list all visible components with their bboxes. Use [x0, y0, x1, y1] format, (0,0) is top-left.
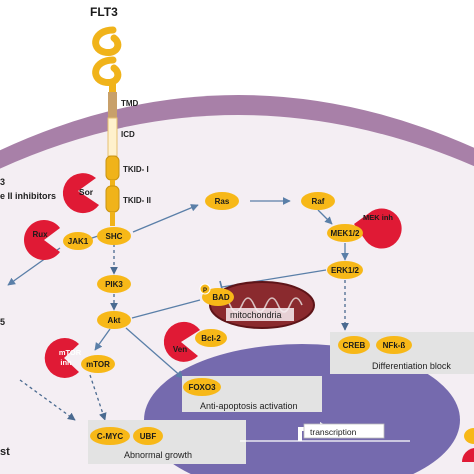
transmembrane-domain [108, 92, 117, 118]
edge-node-partial [464, 428, 474, 444]
tmd-label: TMD [121, 99, 139, 108]
raf-label: Raf [312, 197, 325, 206]
bad-node [202, 288, 234, 306]
shc-label: SHC [106, 232, 123, 241]
bad-phospho-circle [199, 283, 211, 295]
bad-label: BAD [212, 293, 230, 302]
inhibit-akt-to-bad [131, 299, 201, 319]
type2-label-line1: 3 [0, 177, 5, 187]
nfkb-node [376, 336, 412, 354]
pik3-label: PIK3 [105, 280, 123, 289]
mek-inhibitor [354, 208, 402, 249]
jak1-node [63, 232, 93, 250]
tkid1-label: TKID- I [123, 165, 149, 174]
type2-label-line2: e II inhibitors [0, 191, 56, 201]
arrow-shc-to-ras [132, 204, 199, 233]
bcl2-node [195, 329, 227, 347]
creb-node [338, 336, 370, 354]
ubf-label: UBF [140, 432, 157, 441]
akt-node [97, 311, 131, 329]
tkid2-label: TKID- II [123, 196, 151, 205]
receptor-name: FLT3 [90, 5, 118, 19]
shc-node [97, 227, 131, 245]
ven-inhibitor [163, 321, 200, 362]
mitochondria-label: mitochondria [230, 310, 282, 320]
transcription-label: transcription [310, 427, 357, 437]
arrow-raf-to-mek [317, 209, 333, 225]
left-edge-label: 5 [0, 317, 5, 327]
ubf-node [133, 427, 163, 445]
transcription-box [303, 423, 385, 439]
bad-phospho-label: P [203, 288, 207, 294]
erk12-label: ERK1/2 [331, 266, 360, 275]
mek12-label: MEK1/2 [331, 229, 360, 238]
mtor-inh-label-line2: inh [60, 358, 72, 367]
icd-label: ICD [121, 130, 135, 139]
receptor-stalk [109, 84, 116, 94]
rux-label: Rux [32, 230, 48, 239]
receptor-tail [110, 212, 115, 226]
creb-label: CREB [343, 341, 366, 350]
ven-label: Ven [173, 345, 187, 354]
abnormal-growth-label: Abnormal growth [124, 450, 192, 460]
mtor-inh-label-line1: mTOR [59, 348, 82, 357]
edge-inhibitor-partial [461, 448, 474, 462]
arrow-left-to-nucleus [19, 379, 76, 421]
mek-inh-label: MEK inh [363, 213, 393, 222]
cmyc-label: C-MYC [97, 432, 123, 441]
foxo3-node [183, 378, 221, 396]
sor-label: Sor [79, 187, 94, 197]
cmyc-node [90, 427, 130, 445]
left-bottom-label: st [0, 446, 10, 458]
intracellular-domain [107, 117, 118, 157]
arrow-akt-to-foxo3 [125, 327, 184, 379]
foxo3-label: FOXO3 [188, 383, 216, 392]
mitochondria [209, 281, 315, 329]
nfkb-label: NFk-ß [383, 341, 406, 350]
sor-inhibitor [62, 173, 99, 214]
mek12-node [327, 224, 363, 242]
rux-inhibitor [24, 219, 61, 260]
pik3-node [97, 275, 131, 293]
tkid2-domain [105, 185, 120, 213]
akt-label: Akt [108, 316, 121, 325]
differentiation-label: Differentiation block [372, 361, 451, 371]
erk12-node [327, 261, 363, 279]
arrow-mtor-to-cmyc [89, 374, 107, 421]
receptor-extracellular-domain-2 [92, 56, 122, 86]
tkid-link [110, 180, 115, 186]
raf-node [301, 192, 335, 210]
receptor-extracellular-domain [92, 26, 122, 56]
mtor-inhibitor [44, 338, 79, 379]
ras-label: Ras [215, 197, 230, 206]
bcl2-label: Bcl-2 [201, 334, 221, 343]
anti-apoptosis-label: Anti-apoptosis activation [200, 401, 298, 411]
tkid1-domain [105, 155, 120, 181]
ras-node [205, 192, 239, 210]
mtor-node [81, 355, 115, 373]
mtor-label: mTOR [86, 360, 110, 369]
jak1-label: JAK1 [68, 237, 89, 246]
arrow-akt-to-mtor [94, 328, 111, 351]
